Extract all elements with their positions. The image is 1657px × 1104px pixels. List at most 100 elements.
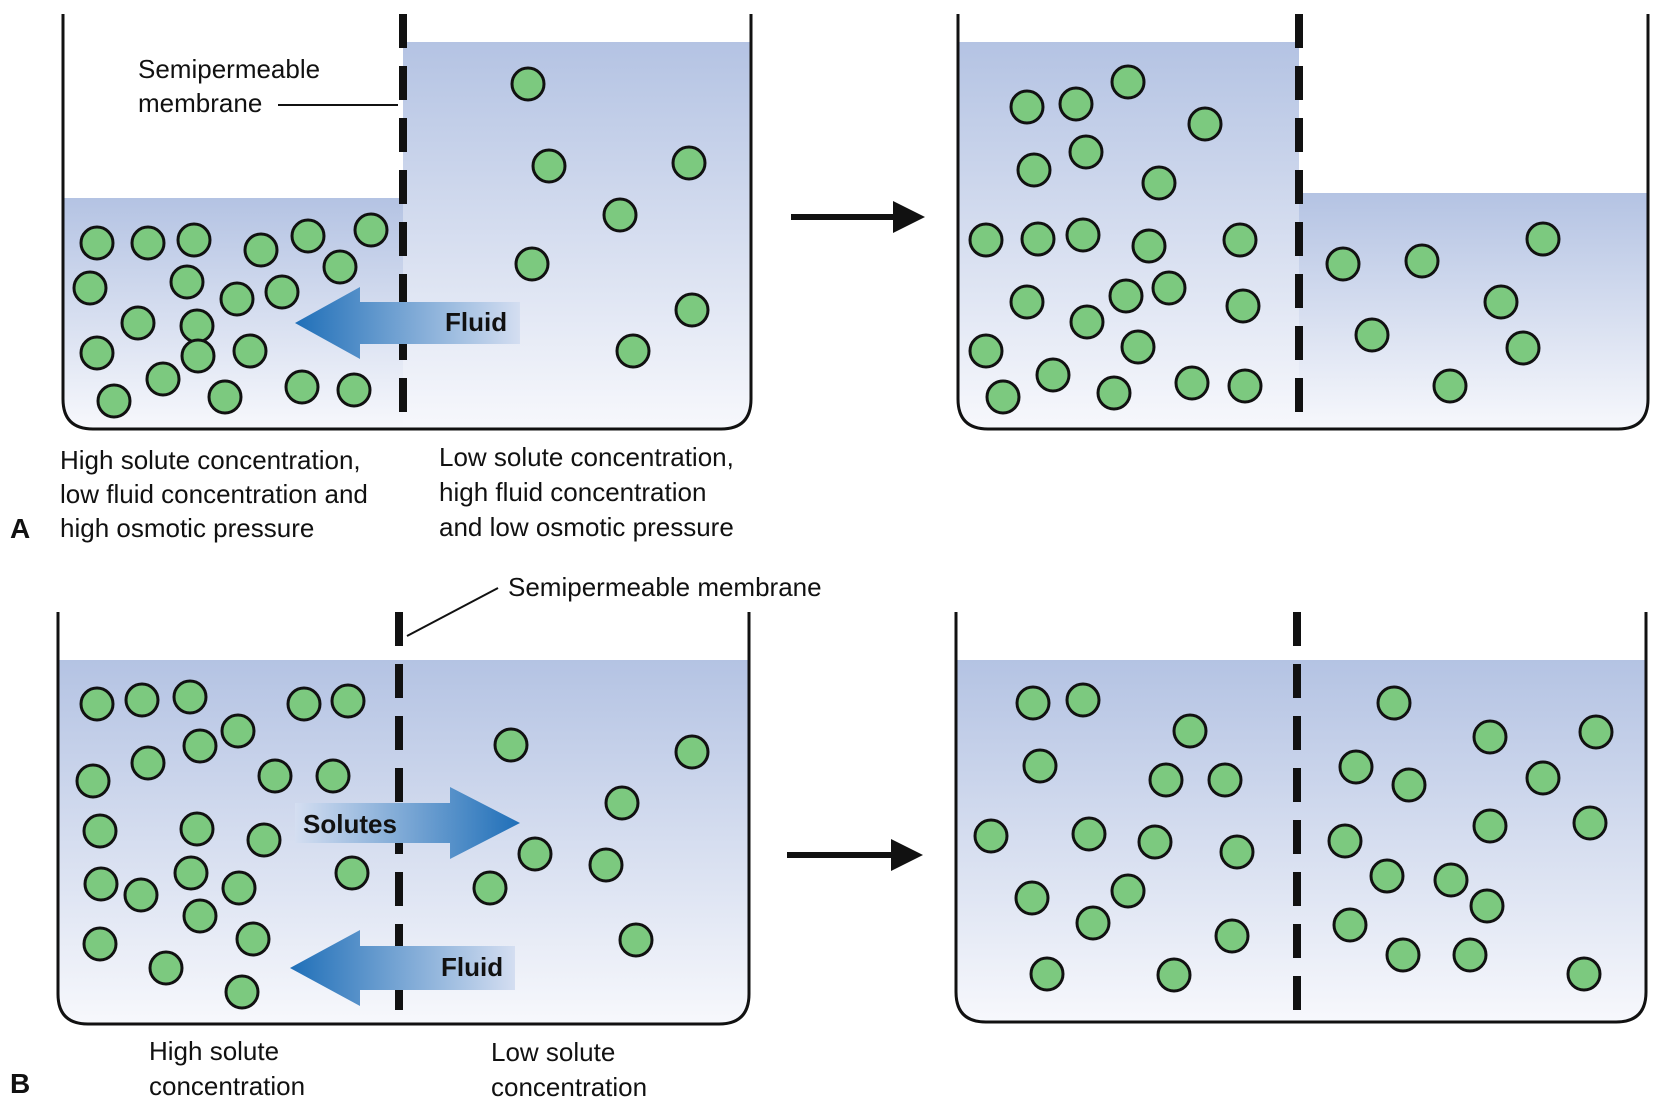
solute-particle <box>1572 805 1608 841</box>
solute-particle <box>1433 862 1469 898</box>
solute-particles <box>75 679 710 1010</box>
solute-particle <box>1385 937 1421 973</box>
solute-particle <box>1035 357 1071 393</box>
solute-particle <box>1156 957 1192 993</box>
solute-particle <box>246 822 282 858</box>
solute-particle <box>1391 767 1427 803</box>
solute-particle <box>123 877 159 913</box>
solute-particle <box>1222 222 1258 258</box>
left-caption-line3: high osmotic pressure <box>60 513 314 543</box>
solute-particle <box>1338 749 1374 785</box>
solute-particle <box>1369 858 1405 894</box>
solute-particle <box>1110 64 1146 100</box>
solute-particle <box>79 225 115 261</box>
beaker-outline <box>56 612 751 1026</box>
solute-particle <box>514 246 550 282</box>
solute-particle <box>674 292 710 328</box>
beaker-outline <box>956 14 1650 431</box>
solute-particle <box>1404 243 1440 279</box>
solute-particle <box>1131 228 1167 264</box>
solute-particle <box>336 372 372 408</box>
solute-particle <box>1325 246 1361 282</box>
right-caption-line3: and low osmotic pressure <box>439 512 734 542</box>
fluid-arrow-label: Fluid <box>441 952 503 982</box>
fluid-a-after-right <box>1299 193 1648 429</box>
solutes-arrow <box>295 787 520 859</box>
beaker-a-after <box>956 14 1650 431</box>
solute-particle <box>173 855 209 891</box>
solute-particle <box>224 974 260 1010</box>
solute-particle <box>130 225 166 261</box>
solute-particle <box>169 264 205 300</box>
solute-particle <box>968 333 1004 369</box>
right-caption-line2: concentration <box>491 1072 647 1102</box>
membrane-label-line2: membrane <box>138 88 262 118</box>
solute-particle <box>1069 304 1105 340</box>
solute-particle <box>1071 816 1107 852</box>
solute-particle <box>179 811 215 847</box>
solute-particle <box>615 333 651 369</box>
solute-particle <box>290 218 326 254</box>
solute-particle <box>145 361 181 397</box>
solute-particle <box>1227 368 1263 404</box>
solute-particle <box>1016 152 1052 188</box>
solute-particle <box>1108 278 1144 314</box>
solute-particle <box>220 713 256 749</box>
solute-particle <box>219 281 255 317</box>
right-caption-line1: Low solute <box>491 1037 615 1067</box>
solute-particle <box>284 369 320 405</box>
solute-particle <box>1020 221 1056 257</box>
panel-a: Fluid Semipermeable membrane A High solu… <box>10 14 1650 544</box>
solute-particle <box>1214 918 1250 954</box>
solute-particle <box>968 222 1004 258</box>
solute-particle <box>1075 905 1111 941</box>
solute-particle <box>1327 823 1363 859</box>
solute-particle <box>1009 284 1045 320</box>
membrane-leader-line <box>406 587 499 637</box>
solute-particle <box>1469 888 1505 924</box>
solute-particle <box>79 335 115 371</box>
panel-a-letter: A <box>10 513 30 544</box>
solute-particle <box>493 727 529 763</box>
solute-particle <box>315 758 351 794</box>
solute-particle <box>1029 956 1065 992</box>
left-caption-line2: low fluid concentration and <box>60 479 368 509</box>
left-caption-line2: concentration <box>149 1071 305 1101</box>
solute-particle <box>1058 86 1094 122</box>
panel-b: Solutes Fluid Semipermeable membrane B H… <box>10 572 1648 1102</box>
solute-particle <box>1332 907 1368 943</box>
solute-particle <box>176 222 212 258</box>
solute-particle <box>72 270 108 306</box>
solute-particle <box>1009 89 1045 125</box>
beaker-outline <box>954 612 1648 1024</box>
solute-particle <box>257 758 293 794</box>
solute-particle <box>120 305 156 341</box>
solute-particle <box>1110 873 1146 909</box>
solute-particle <box>1068 134 1104 170</box>
solute-particle <box>517 836 553 872</box>
left-caption-line1: High solute concentration, <box>60 445 361 475</box>
solute-particle <box>82 813 118 849</box>
solute-particle <box>1525 221 1561 257</box>
solute-particle <box>179 308 215 344</box>
solute-particle <box>1022 748 1058 784</box>
solute-particle <box>353 212 389 248</box>
solute-particle <box>1148 762 1184 798</box>
solute-particle <box>79 686 115 722</box>
solute-particle <box>1141 165 1177 201</box>
solute-particle <box>182 898 218 934</box>
solute-particle <box>1354 317 1390 353</box>
solute-particle <box>1065 217 1101 253</box>
solute-particle <box>1219 834 1255 870</box>
solute-particle <box>510 66 546 102</box>
left-caption-line1: High solute <box>149 1036 279 1066</box>
solute-particle <box>472 870 508 906</box>
solute-particle <box>286 686 322 722</box>
solute-particle <box>322 249 358 285</box>
solute-particle <box>1014 880 1050 916</box>
solute-particle <box>1578 714 1614 750</box>
solute-particle <box>1187 106 1223 142</box>
solute-particle <box>1096 375 1132 411</box>
beaker-outline <box>61 14 753 431</box>
solute-particle <box>604 785 640 821</box>
